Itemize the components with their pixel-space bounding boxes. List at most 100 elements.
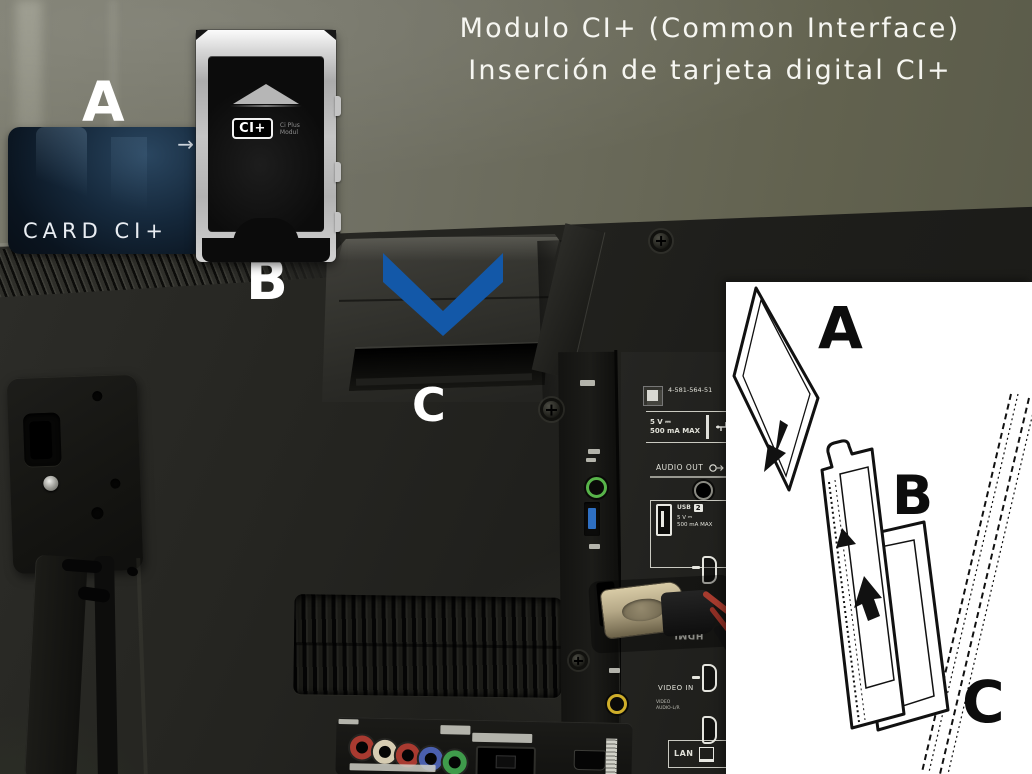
audio-out-jack: [694, 481, 713, 500]
bottom-caption-strip: [349, 763, 436, 772]
bracket-screw: [43, 475, 59, 492]
bracket-cutout-hole: [29, 420, 53, 460]
card-reflection: [110, 137, 147, 227]
optical-digital-port: [475, 745, 537, 774]
hdmi-port-icon: [702, 664, 717, 692]
wall-light-streak: [108, 0, 118, 250]
composite-video-jack-yellow: [607, 694, 627, 714]
side-usb-port: [584, 502, 600, 536]
insertion-diagram: A B C: [732, 286, 1032, 774]
ci-plus-card: → CARD CI+: [8, 127, 206, 254]
title-line2: Inserción de tarjeta digital CI+: [468, 55, 952, 86]
bracket-hole: [92, 391, 103, 402]
audio-out-label: AUDIO OUT: [656, 463, 704, 473]
ventilation-grille: [293, 594, 563, 698]
module-arrow-base: [230, 105, 302, 107]
usb-port-icon: [656, 504, 672, 536]
usb2-number-badge: 2: [693, 504, 703, 512]
module-corner-bevel: [196, 30, 208, 40]
side-port-label: [609, 668, 620, 673]
usb-blue-tab: [588, 508, 596, 529]
hdmi-dash-icon: [692, 676, 700, 679]
lan-label: LAN: [674, 749, 694, 758]
module-side-tab: [335, 212, 341, 232]
label-a: A: [82, 70, 125, 134]
module-corner-bevel: [324, 30, 336, 40]
model-label-row: 4-581-564-51: [643, 386, 712, 406]
diagram-label-b: B: [892, 464, 933, 527]
usb-power-line2: 500 mA MAX: [650, 427, 700, 435]
side-port-label: [588, 449, 600, 454]
diagram-card-arrow: [764, 420, 788, 472]
side-port-label: [580, 380, 595, 386]
module-logo-row: CI+ Ci Plus Modul: [208, 118, 324, 139]
insertion-diagram-inset: A B C: [726, 282, 1032, 774]
av-panel-label: [338, 718, 359, 725]
video-in-label: VIDEO IN: [658, 684, 694, 692]
diagram-label-c: C: [962, 668, 1005, 736]
chevron-shape: [383, 253, 503, 336]
headphone-out-icon: [709, 464, 725, 472]
screw: [540, 398, 563, 421]
ci-plus-logo: CI+: [232, 118, 273, 139]
label-c: C: [412, 378, 446, 432]
diagram-module-rail: [834, 479, 866, 721]
side-port-label: [586, 458, 596, 462]
title-block: Modulo CI+ (Common Interface) Inserción …: [398, 8, 1022, 92]
grille-midline: [293, 642, 563, 649]
usb-power-label-box: 5 V ⎓ 500 mA MAX: [646, 411, 764, 443]
diagram-small-arrow: [836, 528, 856, 548]
diagram-card-inner: [742, 298, 811, 478]
card-title: CARD CI+: [23, 219, 168, 243]
bottom-av-panel: [335, 716, 633, 774]
wall-mount-bracket: [6, 373, 144, 575]
screw: [650, 230, 672, 252]
tv-edge-line: [939, 397, 1030, 774]
label-divider: [705, 415, 709, 439]
component-caption: [440, 725, 471, 735]
bracket-hole: [110, 478, 121, 489]
bottom-hdmi-port: [573, 749, 606, 771]
side-port-label: [589, 544, 600, 549]
diagram-insert-arrow: [854, 576, 882, 621]
audio-out-row: AUDIO OUT: [656, 463, 725, 473]
screw: [569, 651, 588, 670]
module-brand-line1: Ci Plus: [279, 121, 300, 129]
qr-code: [643, 386, 663, 406]
diagram-module-card: [839, 466, 895, 689]
chevron-down-icon: [383, 253, 503, 336]
usb-power-line1: 5 V ⎓: [650, 418, 671, 427]
component-jack-green: [442, 750, 467, 774]
component-jack-white: [372, 739, 398, 765]
model-number: 4-581-564-51: [668, 386, 713, 394]
module-connector-edge: [202, 238, 330, 262]
module-brand-text: Ci Plus Modul: [280, 122, 300, 136]
component-jack-red: [349, 735, 375, 760]
ci-plus-module: CI+ Ci Plus Modul: [196, 30, 341, 262]
usb2-power-line2: 500 mA MAX: [677, 521, 713, 528]
bracket-hole: [91, 507, 104, 520]
usb2-label: USB: [677, 504, 691, 512]
module-brand-line2: Modul: [279, 128, 299, 136]
side-audio-jack-green: [586, 477, 607, 498]
hdmi-dash-icon: [692, 566, 700, 569]
usb2-label-box: USB 2 5 V ⎓ 500 mA MAX: [650, 500, 738, 568]
lan-port-icon: [699, 746, 715, 762]
card-reflection: [35, 127, 88, 206]
card-insert-arrow-icon: →: [177, 132, 194, 156]
hdmi-port-icon: [702, 716, 717, 744]
diagram-label-a: A: [818, 294, 863, 362]
title-line1: Modulo CI+ (Common Interface): [459, 13, 961, 44]
hdmi-port-icon: [702, 556, 717, 584]
usb2-power-line1: 5 V ⎓: [677, 515, 693, 521]
module-face: CI+ Ci Plus Modul: [208, 56, 324, 232]
module-side-tab: [335, 96, 341, 116]
module-insert-arrow-icon: [233, 84, 299, 104]
module-side-tab: [335, 162, 341, 182]
tv-edge-line: [947, 414, 1032, 774]
diagram-module-rail: [828, 481, 860, 723]
bottom-hdmi-label: [605, 738, 618, 774]
video-sub2: AUDIO-L/R: [656, 705, 680, 711]
video-sub1: VIDEO: [656, 700, 671, 705]
usb-trident-icon: [715, 422, 736, 431]
